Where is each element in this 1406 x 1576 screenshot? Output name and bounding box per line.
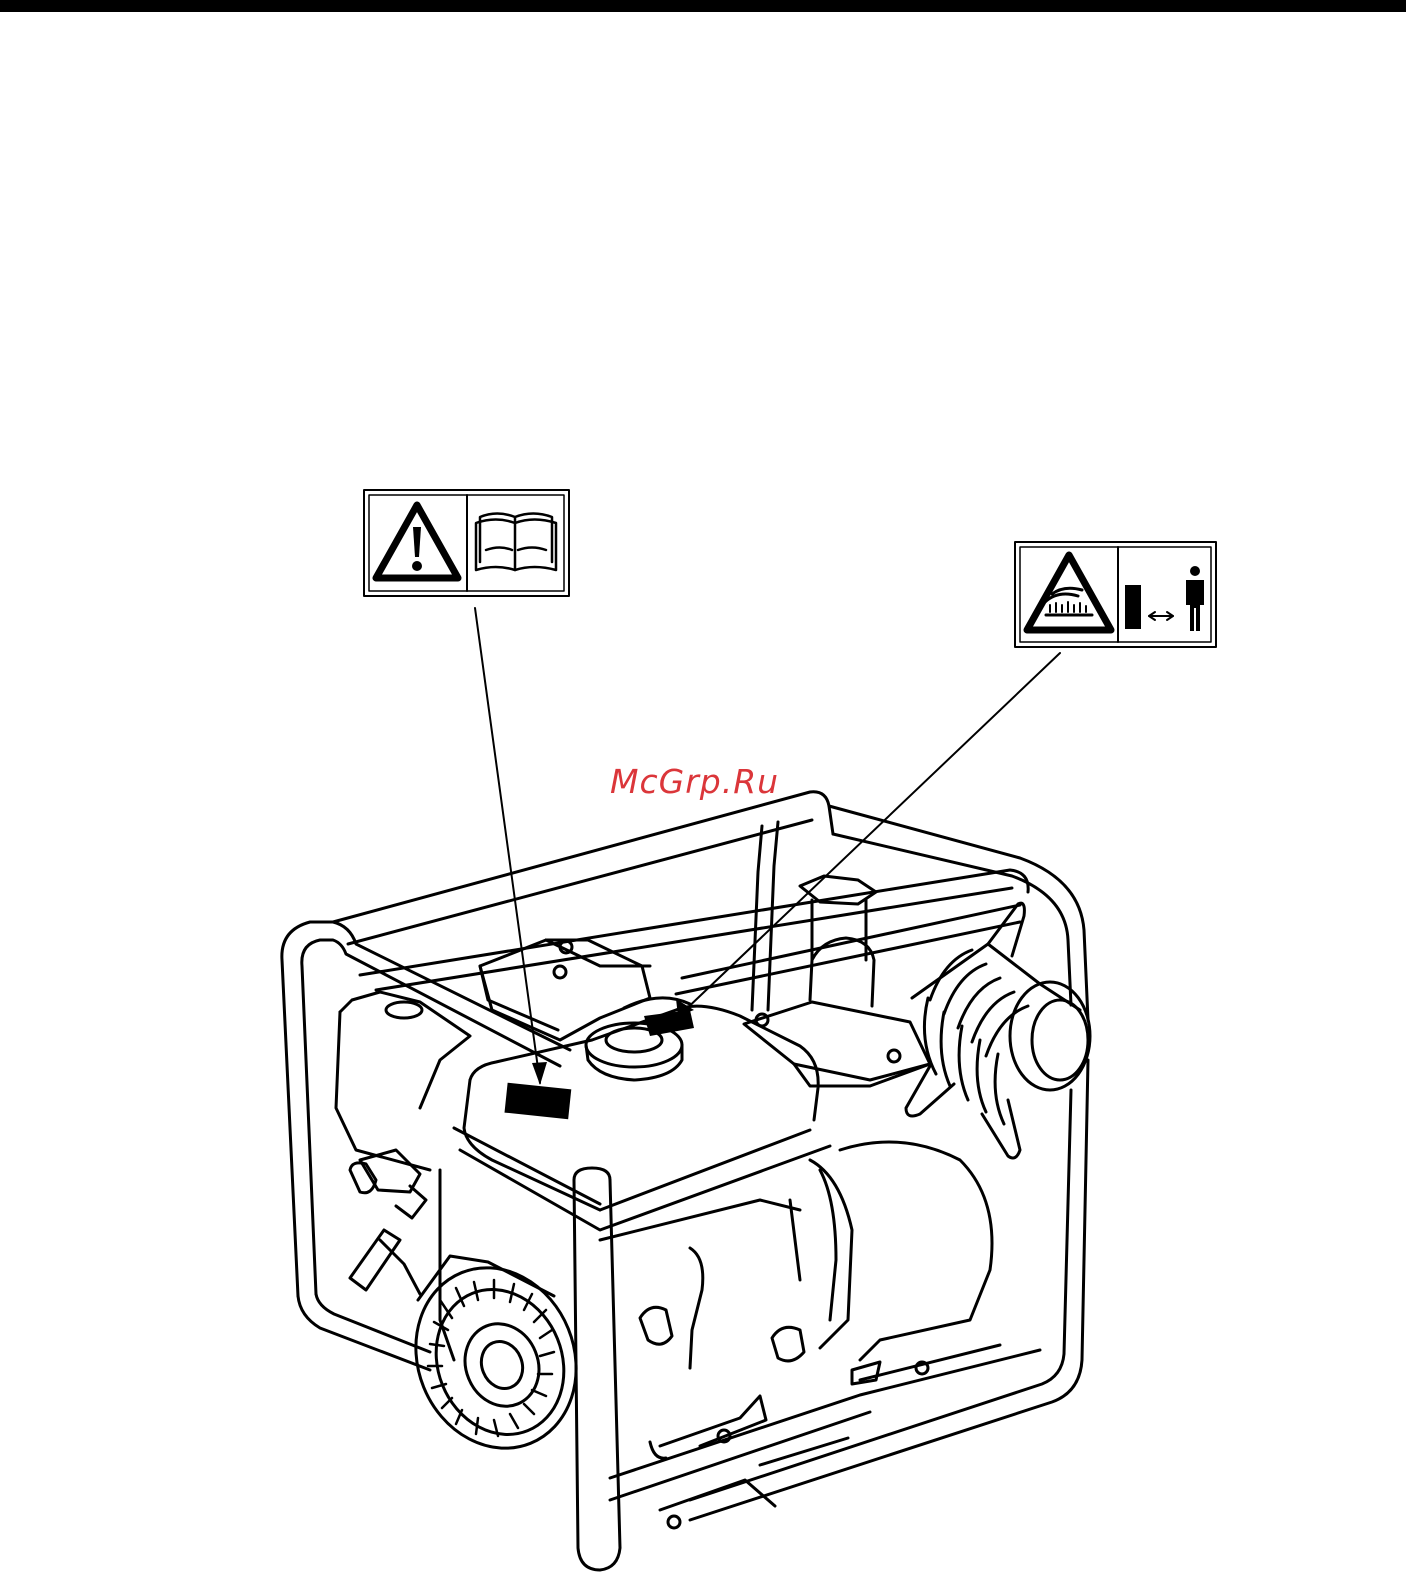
warning-exclamation-icon <box>376 505 458 578</box>
fuel-tank <box>454 998 830 1230</box>
safety-label-warning-manual <box>364 490 569 596</box>
air-cleaner <box>480 940 650 1040</box>
watermark-text: McGrp.Ru <box>610 762 779 801</box>
read-manual-icon <box>476 514 556 571</box>
pump-frame <box>282 792 1088 1570</box>
keep-distance-icon <box>1125 566 1204 631</box>
recoil-starter <box>389 1243 603 1472</box>
engine-block <box>336 992 470 1360</box>
safety-label-hot-surface <box>1015 542 1216 647</box>
hot-surface-warning-icon <box>1027 555 1111 630</box>
